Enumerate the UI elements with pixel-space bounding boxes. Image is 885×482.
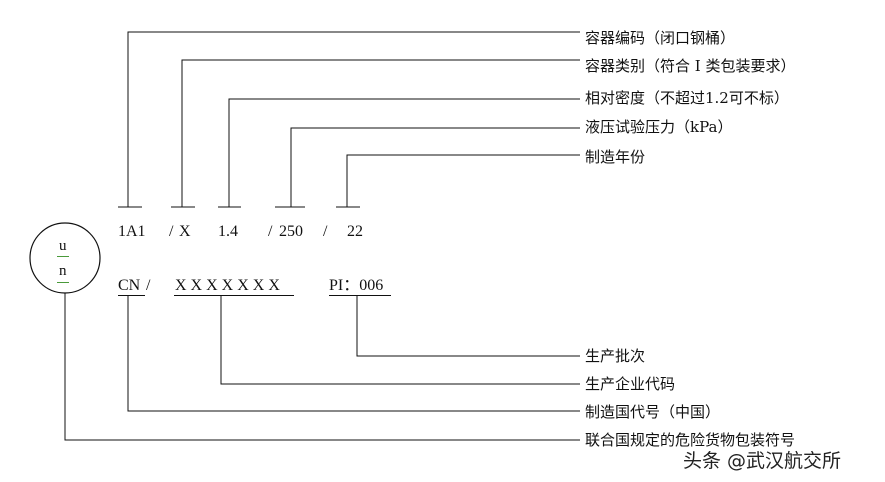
leader-year xyxy=(346,154,580,207)
code-year: 22 xyxy=(347,223,363,240)
code-packaging-type: 1A1 xyxy=(118,223,146,240)
leader-relative-density xyxy=(228,98,580,207)
un-circle xyxy=(29,222,101,294)
label-country-code: 制造国代号（中国） xyxy=(585,403,721,421)
leader-un-mark xyxy=(64,291,580,441)
un-u-underline xyxy=(57,256,69,257)
code-slash-3: / xyxy=(323,223,328,240)
code-slash-4: / xyxy=(146,277,151,294)
code-packing-group: X xyxy=(179,223,191,240)
leader-pressure xyxy=(290,127,580,207)
pi-underline xyxy=(329,295,391,296)
leader-container-category xyxy=(181,59,580,207)
label-container-code: 容器编码（闭口钢桶） xyxy=(585,29,736,47)
code-manufacturer: X X X X X X X xyxy=(175,277,280,294)
watermark: 头条 @武汉航交所 xyxy=(683,450,842,472)
label-relative-density: 相对密度（不超过1.2可不标） xyxy=(585,89,789,107)
code-density: 1.4 xyxy=(218,223,238,240)
leader-production-batch xyxy=(356,296,580,357)
code-pi: PI：006 xyxy=(329,277,384,294)
leader-country-code xyxy=(127,296,580,412)
code-pressure: 250 xyxy=(279,223,303,240)
un-letter-u: u xyxy=(59,238,67,254)
label-hydraulic-pressure: 液压试验压力（kPa） xyxy=(585,118,733,136)
code-slash-2: / xyxy=(268,223,273,240)
un-letter-n: n xyxy=(59,263,67,279)
label-container-category: 容器类别（符合 I 类包装要求） xyxy=(585,57,796,75)
leader-container-code xyxy=(127,31,580,207)
code-slash-1: / xyxy=(169,223,174,240)
code-country: CN xyxy=(118,277,141,294)
label-production-batch: 生产批次 xyxy=(585,347,646,365)
leader-manufacturer-code xyxy=(220,296,580,385)
country-underline xyxy=(118,295,145,296)
label-manufacturer-code: 生产企业代码 xyxy=(585,375,676,393)
label-un-mark: 联合国规定的危险货物包装符号 xyxy=(585,431,796,449)
manufacturer-underline xyxy=(174,295,294,296)
un-n-underline xyxy=(57,282,69,283)
label-year: 制造年份 xyxy=(585,148,646,166)
